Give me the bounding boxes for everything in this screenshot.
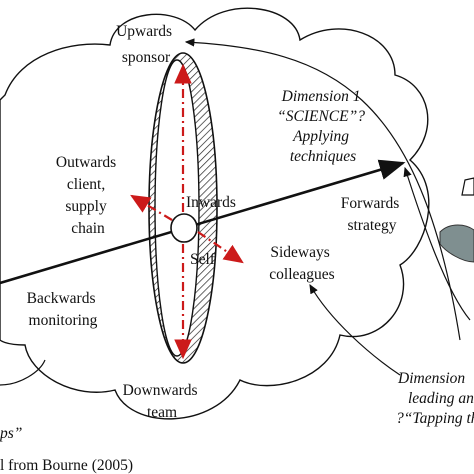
top-curve-arrow bbox=[184, 38, 461, 341]
sideways-curve-arrow bbox=[309, 283, 401, 376]
bottom-left-fragment: ps” bbox=[0, 425, 22, 442]
spoke-left bbox=[130, 194, 173, 221]
figure-outline bbox=[461, 177, 474, 196]
spokes bbox=[130, 63, 244, 360]
main-axis-arrow bbox=[0, 159, 406, 285]
self-circle bbox=[170, 213, 198, 243]
label-inwards: Inwards bbox=[186, 194, 236, 211]
label-forwards: Forwards strategy bbox=[341, 195, 403, 234]
label-downwards: Downwards team bbox=[123, 382, 202, 421]
label-dimension1: Dimension 1 “SCIENCE”? Applying techniqu… bbox=[277, 88, 369, 165]
label-self: Self bbox=[190, 251, 216, 268]
right-curve-arrow bbox=[403, 166, 471, 321]
label-dimension2: Dimension leading and ?“Tapping the bbox=[396, 370, 474, 427]
label-upwards: Upwards sponsor bbox=[116, 23, 176, 66]
figure-fragment bbox=[439, 224, 474, 263]
label-backwards: Backwards monitoring bbox=[27, 290, 100, 329]
label-sideways: Sideways colleagues bbox=[269, 244, 334, 283]
bottom-left-curve bbox=[0, 359, 46, 386]
spoke-right bbox=[197, 231, 244, 264]
label-outwards: Outwards client, supply chain bbox=[56, 154, 120, 237]
source-caption: l from Bourne (2005) bbox=[0, 457, 133, 474]
